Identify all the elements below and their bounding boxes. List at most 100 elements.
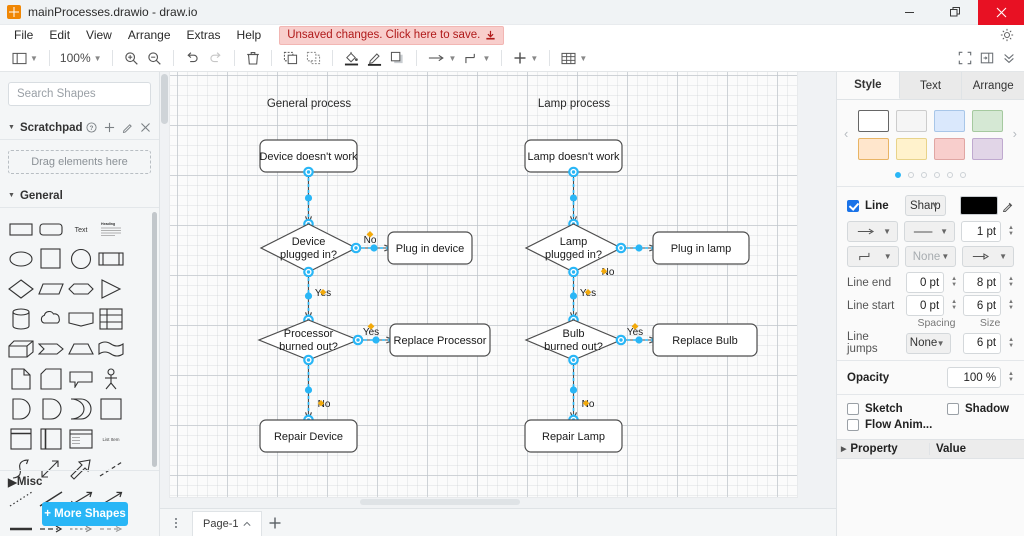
edge-label-handle[interactable] bbox=[600, 268, 608, 275]
shape-rectangle[interactable] bbox=[6, 214, 36, 244]
shape-curved-arrow[interactable] bbox=[66, 394, 96, 424]
menu-help[interactable]: Help bbox=[236, 28, 262, 42]
unsaved-changes-banner[interactable]: Unsaved changes. Click here to save. bbox=[279, 25, 505, 45]
edge-label-handle[interactable] bbox=[317, 400, 325, 407]
menu-edit[interactable]: Edit bbox=[49, 28, 71, 42]
shape-double-arrow[interactable] bbox=[36, 454, 66, 484]
node-plug-in-lamp[interactable] bbox=[652, 231, 750, 265]
shape-actor[interactable] bbox=[96, 364, 126, 394]
chevron-left-icon[interactable]: ‹ bbox=[844, 126, 849, 141]
shape-cloud[interactable] bbox=[36, 304, 66, 334]
zoom-in-button[interactable] bbox=[120, 47, 143, 69]
swatch-page-dot-3[interactable] bbox=[921, 172, 927, 178]
menu-extras[interactable]: Extras bbox=[186, 28, 221, 42]
more-shapes-button[interactable]: + More Shapes bbox=[42, 502, 128, 526]
brightness-icon[interactable] bbox=[1000, 28, 1014, 42]
add-page-button[interactable] bbox=[262, 510, 288, 536]
node-repair-device[interactable] bbox=[259, 419, 358, 453]
sketch-checkbox[interactable] bbox=[847, 403, 859, 415]
help-circle-icon[interactable]: ? bbox=[86, 122, 97, 133]
swatch-green[interactable] bbox=[972, 110, 1003, 132]
line-color-swatch[interactable] bbox=[960, 196, 998, 215]
close-button[interactable] bbox=[978, 0, 1024, 25]
shape-square[interactable] bbox=[36, 244, 66, 274]
line-width-spinner[interactable]: ▲▼ bbox=[1008, 225, 1014, 237]
edge-midpoint-handle[interactable] bbox=[304, 386, 313, 394]
swatch-page-dot-5[interactable] bbox=[947, 172, 953, 178]
edge-midpoint-handle[interactable] bbox=[304, 194, 313, 202]
swatch-page-dot-1[interactable] bbox=[895, 172, 901, 178]
zoom-level-button[interactable]: 100% ▼ bbox=[59, 51, 102, 65]
shape-square2[interactable] bbox=[96, 394, 126, 424]
tab-style[interactable]: Style bbox=[837, 72, 900, 99]
line-start-spacing-field[interactable]: 0 pt bbox=[906, 295, 945, 316]
swatch-blue[interactable] bbox=[934, 110, 965, 132]
line-jumps-size-field[interactable]: 6 pt bbox=[963, 332, 1002, 354]
line-start-size-field[interactable]: 6 pt bbox=[963, 295, 1002, 316]
waypoint-style-select[interactable]: ▼ bbox=[847, 246, 899, 267]
edge-midpoint-handle[interactable] bbox=[370, 244, 378, 252]
misc-section-header[interactable]: ▶ Misc bbox=[0, 470, 159, 492]
shape-document[interactable] bbox=[66, 304, 96, 334]
node-bulb-burned-out[interactable] bbox=[524, 319, 623, 361]
swatch-yellow[interactable] bbox=[896, 138, 927, 160]
shape-dashed-arrow[interactable] bbox=[36, 514, 66, 536]
shape-rounded-rectangle[interactable] bbox=[36, 214, 66, 244]
edge-label-handle[interactable] bbox=[584, 289, 592, 296]
line-end-size-field[interactable]: 8 pt bbox=[963, 272, 1002, 293]
shape-table[interactable] bbox=[96, 304, 126, 334]
edge-midpoint-handle[interactable] bbox=[569, 194, 578, 202]
diagram-canvas[interactable]: General process Device doesn't work Devi… bbox=[160, 72, 836, 508]
pencil-icon[interactable] bbox=[122, 122, 133, 133]
edge-midpoint-handle[interactable] bbox=[372, 336, 380, 344]
shape-dashed-arrow-2[interactable] bbox=[96, 514, 126, 536]
shape-delay[interactable] bbox=[6, 394, 36, 424]
node-processor-burned-out[interactable] bbox=[257, 319, 360, 361]
edge-label-handle[interactable] bbox=[582, 400, 590, 407]
shape-note[interactable] bbox=[6, 364, 36, 394]
waypoint-button[interactable]: ▼ bbox=[460, 47, 494, 69]
node-device-plugged-in[interactable] bbox=[259, 223, 358, 273]
shape-tape[interactable] bbox=[96, 334, 126, 364]
swatch-purple[interactable] bbox=[972, 138, 1003, 160]
canvas-vertical-scrollbar[interactable] bbox=[161, 74, 168, 124]
edge-label-handle[interactable] bbox=[319, 289, 327, 296]
table-button[interactable]: ▼ bbox=[557, 47, 591, 69]
shape-list[interactable] bbox=[66, 424, 96, 454]
chevron-up-icon[interactable] bbox=[243, 521, 252, 527]
search-shapes-box[interactable] bbox=[8, 82, 173, 106]
shape-triangle[interactable] bbox=[96, 274, 126, 304]
shape-parallelogram[interactable] bbox=[36, 274, 66, 304]
canvas-horizontal-scrollbar[interactable] bbox=[360, 499, 520, 505]
swatch-white[interactable] bbox=[858, 110, 889, 132]
maximize-button[interactable] bbox=[932, 0, 978, 25]
node-plug-in-device[interactable] bbox=[387, 231, 473, 265]
line-end-spacing-field[interactable]: 0 pt bbox=[906, 272, 945, 293]
shape-cube[interactable] bbox=[6, 334, 36, 364]
close-icon[interactable] bbox=[140, 122, 151, 133]
node-lamp-plugged-in[interactable] bbox=[524, 223, 623, 273]
edge-midpoint-handle[interactable] bbox=[569, 386, 578, 394]
shape-text[interactable]: Text bbox=[66, 214, 96, 244]
shape-list-item[interactable]: List Item bbox=[96, 424, 126, 454]
shadow-button[interactable] bbox=[386, 47, 409, 69]
node-repair-lamp[interactable] bbox=[524, 419, 623, 453]
node-replace-bulb[interactable] bbox=[652, 323, 758, 357]
shape-dotted-arrow[interactable] bbox=[66, 514, 96, 536]
eyedropper-icon[interactable] bbox=[1002, 200, 1014, 212]
swatch-page-dot-6[interactable] bbox=[960, 172, 966, 178]
tab-arrange[interactable]: Arrange bbox=[962, 72, 1024, 99]
shape-block-arrow[interactable] bbox=[66, 454, 96, 484]
line-start-spacing-spinner[interactable]: ▲▼ bbox=[951, 299, 958, 311]
swatch-red[interactable] bbox=[934, 138, 965, 160]
shape-window[interactable] bbox=[6, 424, 36, 454]
line-start-size-spinner[interactable]: ▲▼ bbox=[1008, 299, 1014, 311]
plus-icon[interactable] bbox=[104, 122, 115, 133]
scratchpad-dropzone[interactable]: Drag elements here bbox=[8, 150, 151, 174]
edge-label-handle[interactable] bbox=[631, 323, 639, 330]
swatch-orange[interactable] bbox=[858, 138, 889, 160]
line-start-arrow-select[interactable]: ▼ bbox=[847, 221, 899, 242]
fullscreen-icon[interactable] bbox=[958, 51, 972, 65]
shape-trapezoid[interactable] bbox=[66, 334, 96, 364]
flow-anim-checkbox[interactable] bbox=[847, 419, 859, 431]
